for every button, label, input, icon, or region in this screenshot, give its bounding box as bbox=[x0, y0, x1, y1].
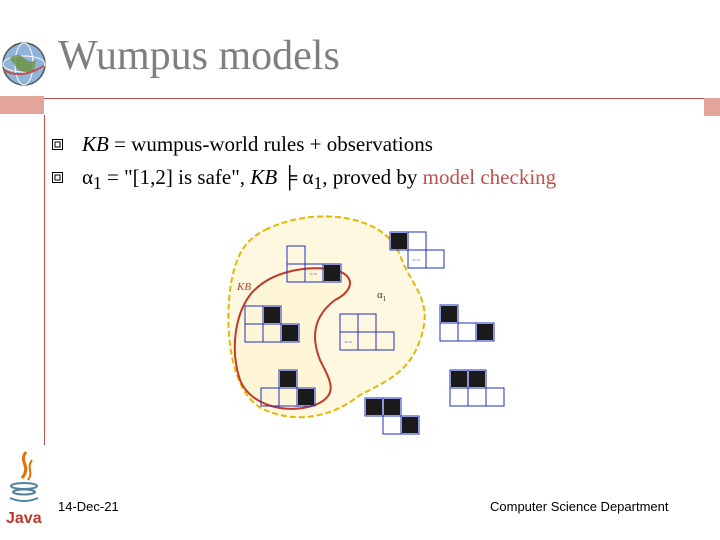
kb-term: KB bbox=[82, 132, 109, 156]
side-rule bbox=[44, 115, 45, 445]
wumpus-model-diagram: KB α1 ~~ ~~ ~~ bbox=[227, 215, 505, 435]
bullet-text: = "[1,2] is safe", bbox=[101, 165, 251, 189]
highlight-model-checking: model checking bbox=[422, 165, 557, 189]
bullet-item: KB = wumpus-world rules + observations bbox=[52, 128, 556, 161]
svg-text:~~: ~~ bbox=[309, 272, 317, 278]
bullet-item: α1 = "[1,2] is safe", KB ╞ α1, proved by… bbox=[52, 161, 556, 194]
svg-text:Java: Java bbox=[6, 510, 42, 527]
kb-label: KB bbox=[236, 281, 251, 293]
globe-logo-icon bbox=[2, 42, 46, 86]
model-grid bbox=[449, 369, 505, 407]
model-grid: ~~ bbox=[389, 231, 445, 269]
slide-title: Wumpus models bbox=[58, 33, 340, 79]
model-grid bbox=[439, 304, 495, 342]
alpha-symbol: α bbox=[82, 165, 94, 189]
model-grid: ~~ bbox=[339, 313, 395, 351]
footer-date: 14-Dec-21 bbox=[58, 499, 119, 514]
alpha1-label: α1 bbox=[377, 289, 387, 303]
bullet-square-icon bbox=[52, 172, 63, 183]
title-accent-bar bbox=[0, 96, 44, 114]
entails-text: ╞ α bbox=[277, 165, 314, 189]
right-accent-bar bbox=[704, 98, 720, 116]
kb-term: KB bbox=[250, 165, 278, 189]
bullet-text: = wumpus-world rules + observations bbox=[108, 132, 433, 156]
alpha-subscript: 1 bbox=[93, 173, 102, 194]
title-rule bbox=[44, 98, 704, 99]
bullet-text: , proved by bbox=[322, 165, 423, 189]
bullet-square-icon bbox=[52, 139, 63, 150]
footer-department: Computer Science Department bbox=[490, 499, 669, 514]
model-grid: ~~ bbox=[286, 245, 342, 283]
bullet-list: KB = wumpus-world rules + observations α… bbox=[52, 128, 556, 194]
model-grid bbox=[364, 397, 420, 435]
svg-text:~~: ~~ bbox=[344, 340, 352, 346]
model-grid bbox=[244, 305, 300, 343]
model-grid bbox=[260, 369, 316, 407]
alpha-subscript: 1 bbox=[313, 173, 323, 194]
java-logo-icon: Java bbox=[6, 451, 42, 527]
svg-text:~~: ~~ bbox=[412, 258, 420, 264]
